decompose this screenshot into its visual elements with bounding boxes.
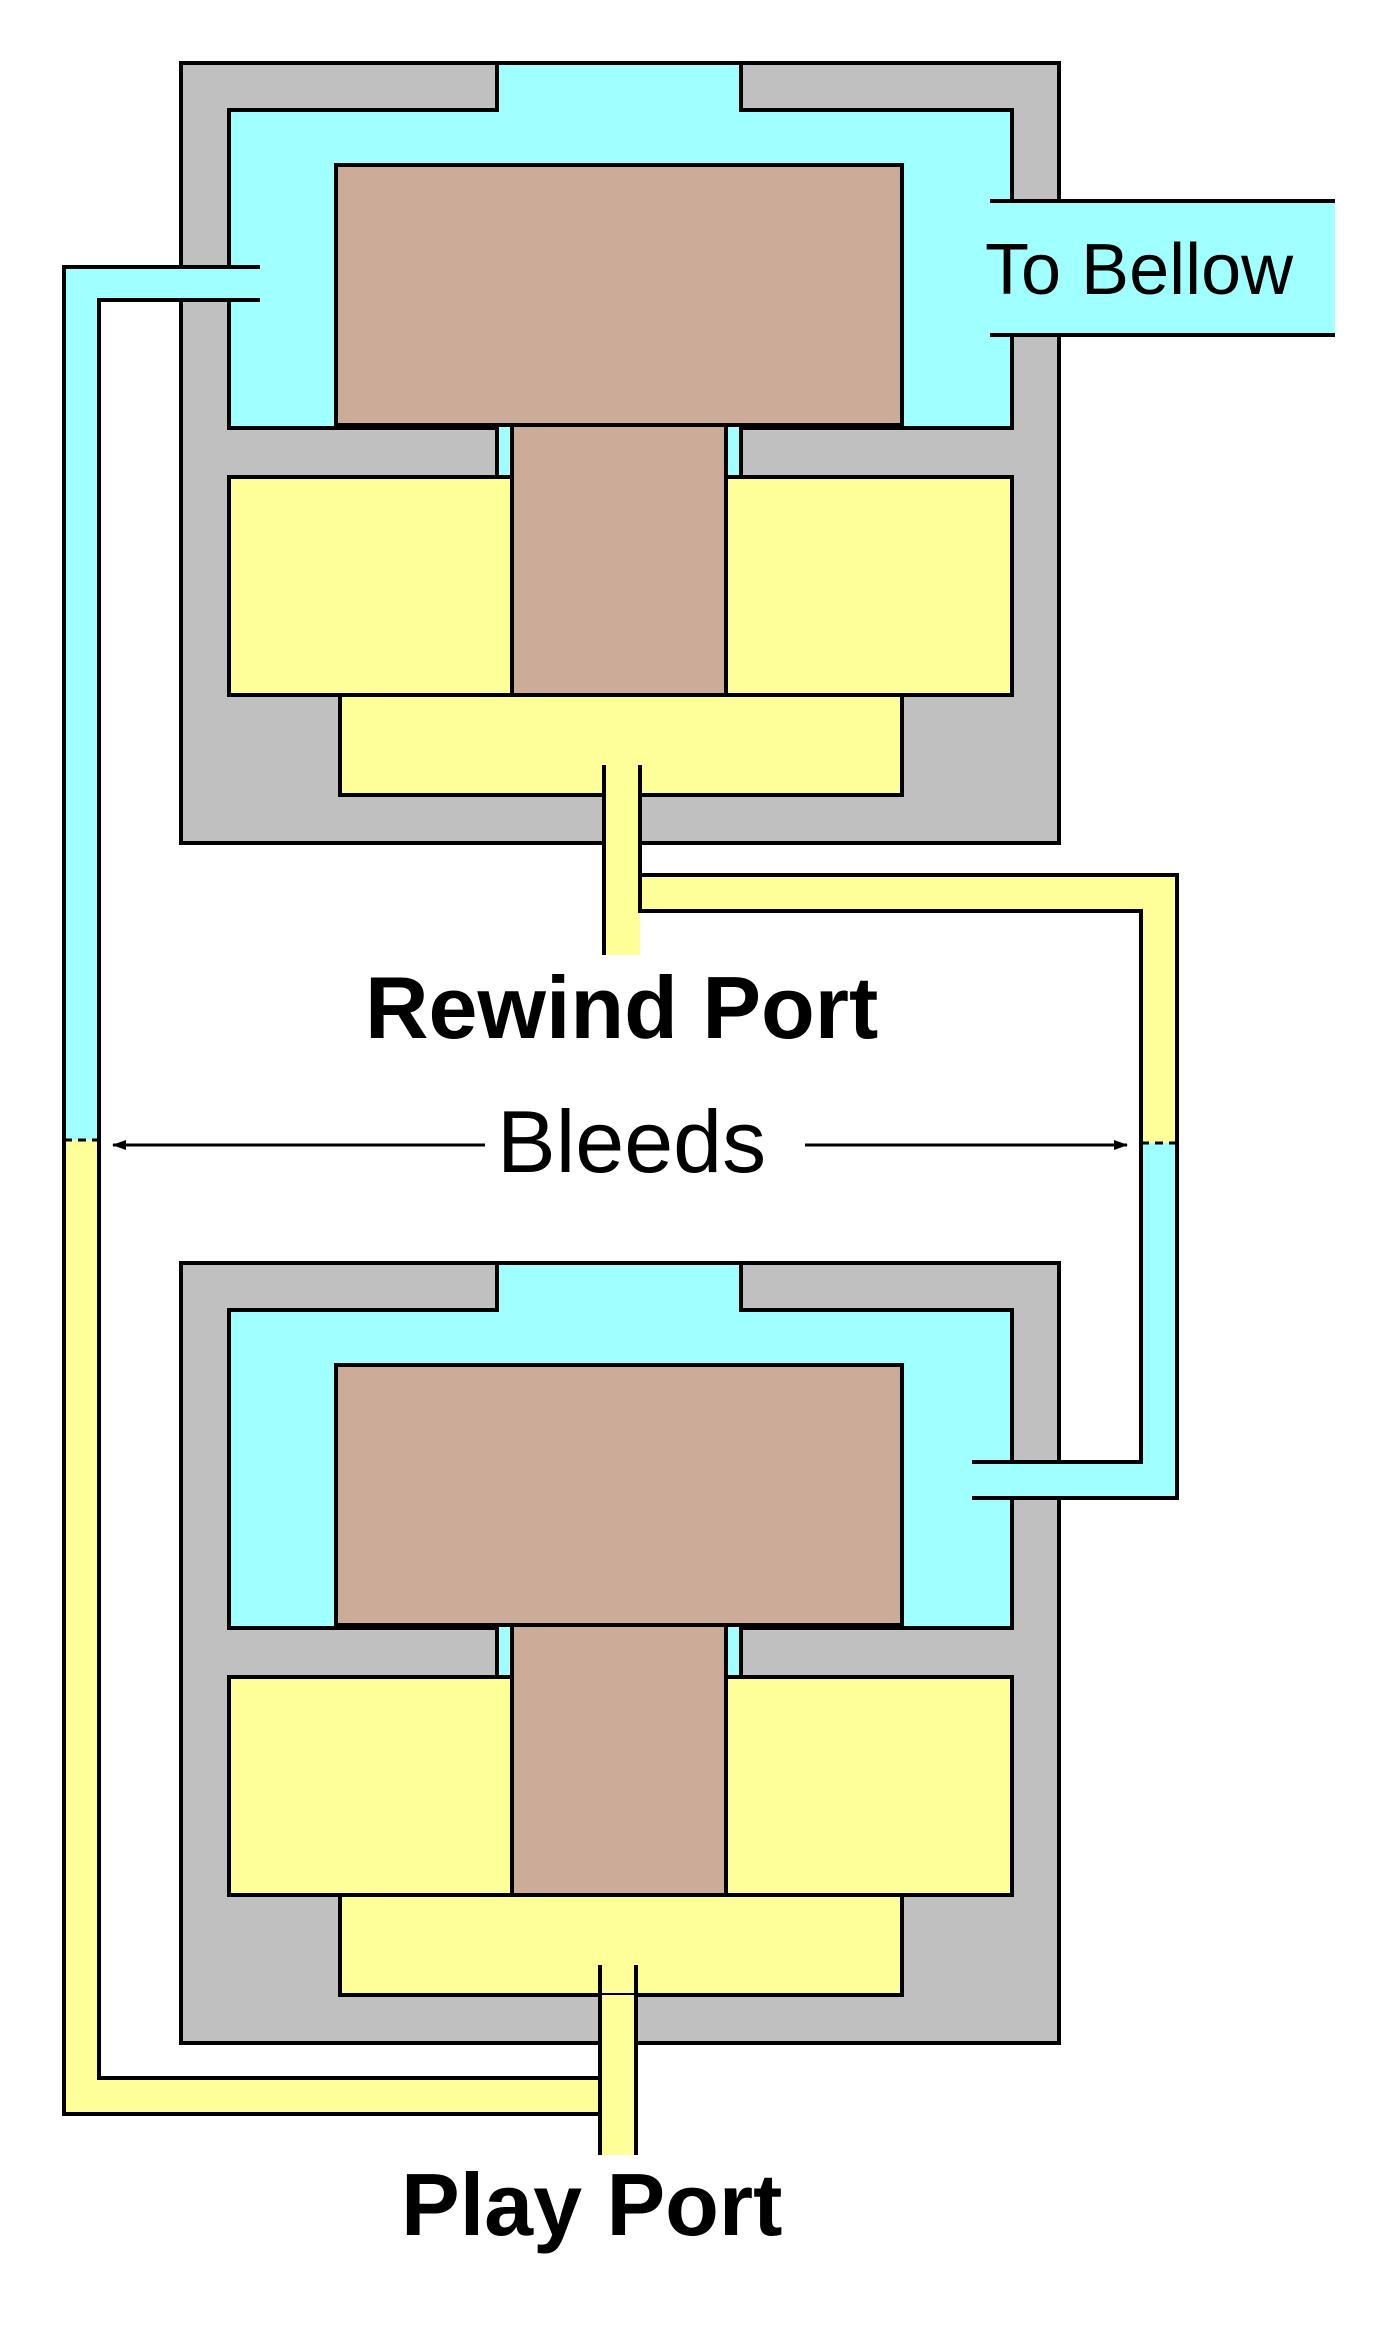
play-valve-disc [334,1363,904,1627]
to-bellow-outlet: To Bellow [985,199,1335,337]
play-port-tube [598,1965,638,2155]
rewind-valve [179,61,1061,845]
rewind-valve-stem [510,423,728,697]
rewind-valve-disc [334,163,904,427]
to-bellow-label: To Bellow [985,230,1294,310]
play-valve [179,1261,1061,2045]
play-valve-pouch-right [724,1675,1014,1897]
bleeds-annotation: Bleeds [112,1092,1128,1191]
play-valve-stem [510,1623,728,1897]
bleeds-label: Bleeds [497,1092,766,1191]
right-bleed-tube [602,765,1179,1500]
rewind-port-label: Rewind Port [365,958,878,1057]
left-bleed-tube [62,265,630,2116]
play-port-label: Play Port [401,2155,782,2254]
rewind-valve-pouch-right [724,475,1014,697]
rewind-valve-pouch-left [227,475,514,697]
play-valve-pouch-left [227,1675,514,1897]
play-valve-pouch-lower [338,1893,904,1997]
